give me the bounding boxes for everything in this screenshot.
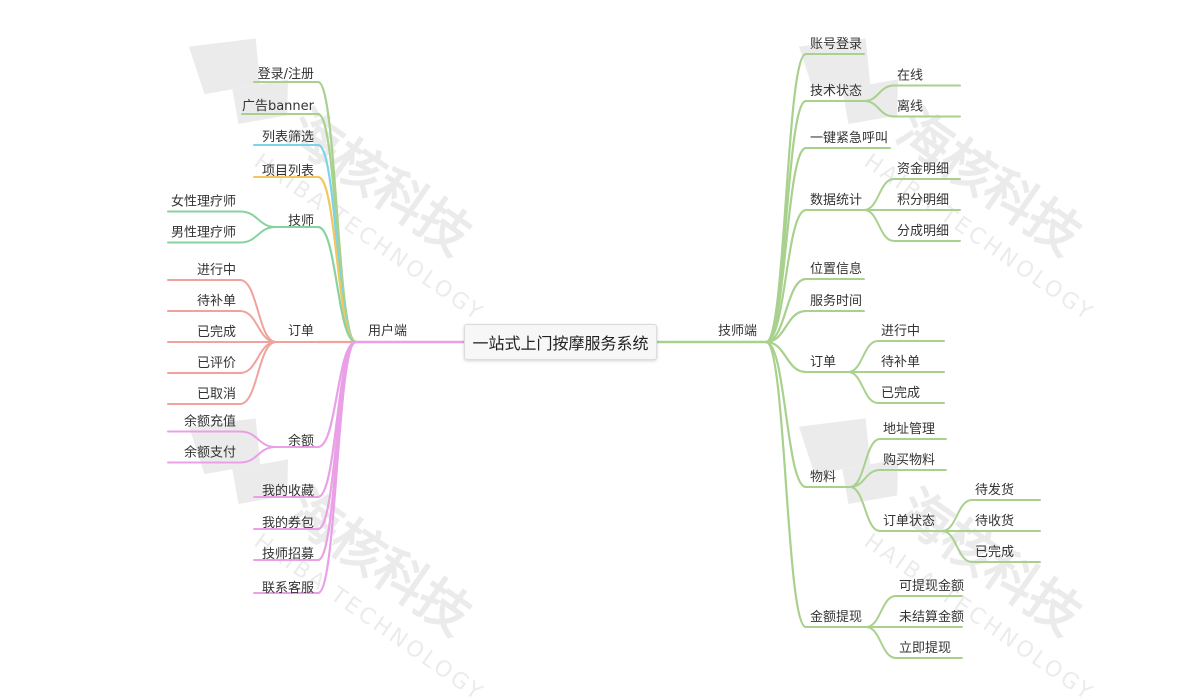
connector-line	[865, 595, 897, 628]
node-label-user-sub[interactable]: 余额充值	[184, 414, 236, 430]
node-label-tech[interactable]: 账号登录	[810, 37, 862, 52]
connector-line	[316, 143, 358, 344]
connector-line	[239, 310, 277, 343]
node-label-tech-sub[interactable]: 在线	[897, 69, 923, 84]
node-label-user[interactable]: 广告banner	[242, 99, 315, 114]
connector-line	[863, 178, 895, 211]
connector-line	[849, 469, 881, 488]
node-label-tech[interactable]: 金额提现	[810, 609, 862, 625]
node-label-user-sub[interactable]: 已取消	[197, 387, 236, 402]
node-label-tech[interactable]: 服务时间	[810, 293, 862, 309]
node-label-tech-sub[interactable]: 购买物料	[883, 452, 935, 468]
node-label-tech[interactable]: 技术状态	[810, 84, 862, 99]
node-label-tech[interactable]: 一键紧急呼叫	[810, 131, 888, 146]
watermark-logo-icon	[842, 459, 899, 505]
node-label-tech[interactable]: 订单	[810, 355, 836, 370]
node-label-tech-sub[interactable]: 未结算金额	[899, 609, 964, 625]
branch-label-tech[interactable]: 技师端	[718, 324, 757, 339]
node-label-tech-sub[interactable]: 资金明细	[897, 161, 949, 177]
connector-line	[764, 340, 808, 489]
connector-line	[941, 530, 973, 563]
node-label-user[interactable]: 项目列表	[262, 164, 314, 179]
node-label-user-sub[interactable]: 男性理疗师	[171, 226, 236, 241]
node-label-tech-sub[interactable]: 积分明细	[897, 193, 949, 208]
node-label-tech-sub[interactable]: 立即提现	[899, 640, 951, 656]
connector-layer	[167, 52, 1041, 659]
connector-line	[239, 279, 277, 343]
connector-line	[316, 340, 358, 531]
connector-line	[764, 99, 808, 344]
node-label-tech-subsub[interactable]: 已完成	[975, 545, 1014, 560]
node-label-user-sub[interactable]: 已评价	[197, 356, 236, 371]
node-label-tech-sub[interactable]: 分成明细	[897, 224, 949, 239]
connector-line	[863, 100, 895, 118]
watermark-brand: 海核科技	[276, 99, 481, 267]
connector-line	[849, 486, 881, 532]
watermark-brand: 海核科技	[276, 479, 481, 647]
connector-line	[764, 146, 808, 344]
connector-line	[764, 309, 808, 344]
connector-line	[316, 175, 358, 344]
connector-line	[847, 371, 879, 404]
node-label-user-sub[interactable]: 待补单	[197, 294, 236, 309]
node-label-tech-subsub[interactable]: 待发货	[975, 482, 1014, 498]
connector-line	[764, 52, 808, 344]
connector-line	[239, 430, 277, 448]
connector-line	[847, 340, 879, 373]
connector-line	[764, 208, 808, 344]
node-label-tech[interactable]: 位置信息	[810, 261, 862, 277]
node-label-tech-sub[interactable]: 可提现金额	[899, 578, 964, 594]
connector-line	[239, 210, 277, 228]
connector-line	[316, 340, 358, 562]
branch-label-user[interactable]: 用户端	[368, 323, 407, 339]
node-label-user-sub[interactable]: 女性理疗师	[171, 194, 236, 210]
node-label-user-sub[interactable]: 已完成	[197, 325, 236, 340]
connector-line	[239, 341, 277, 374]
node-label-user-sub[interactable]: 余额支付	[184, 445, 236, 461]
root-node[interactable]: 一站式上门按摩服务系统	[464, 324, 657, 360]
node-label-user[interactable]: 我的收藏	[262, 483, 314, 499]
node-label-user[interactable]: 列表筛选	[262, 130, 314, 145]
connector-line	[316, 112, 358, 344]
node-label-tech-sub[interactable]: 进行中	[881, 324, 920, 339]
node-label-user[interactable]: 我的券包	[262, 515, 314, 531]
node-label-tech-sub[interactable]: 待补单	[881, 355, 920, 370]
node-label-user[interactable]: 登录/注册	[258, 67, 314, 82]
connector-line	[239, 226, 277, 244]
connector-line	[863, 209, 895, 242]
node-label-user[interactable]: 技师招募	[262, 547, 314, 562]
node-label-user-sub[interactable]: 进行中	[197, 263, 236, 278]
connector-line	[863, 84, 895, 102]
connector-line	[316, 340, 358, 595]
node-label-user[interactable]: 技师	[288, 214, 314, 229]
node-label-user[interactable]: 订单	[288, 324, 314, 339]
connector-line	[239, 341, 277, 405]
node-label-tech-sub[interactable]: 离线	[897, 99, 923, 115]
connector-line	[865, 626, 897, 659]
connector-line	[764, 340, 808, 629]
node-label-tech-sub[interactable]: 地址管理	[883, 422, 935, 437]
connector-line	[941, 499, 973, 532]
node-label-tech[interactable]: 物料	[810, 470, 836, 485]
connector-line	[316, 225, 358, 344]
node-label-tech[interactable]: 数据统计	[810, 193, 862, 208]
node-label-tech-sub[interactable]: 已完成	[881, 386, 920, 401]
watermark-english: HAIBA TECHNOLOGY	[859, 149, 1098, 327]
connector-line	[764, 340, 808, 374]
connector-line	[239, 446, 277, 464]
node-label-user[interactable]: 余额	[288, 433, 314, 449]
node-label-tech-subsub[interactable]: 待收货	[975, 513, 1014, 529]
node-label-user[interactable]: 联系客服	[262, 580, 314, 596]
watermark-brand: 海核科技	[886, 99, 1091, 267]
node-label-tech-sub[interactable]: 订单状态	[883, 514, 935, 529]
